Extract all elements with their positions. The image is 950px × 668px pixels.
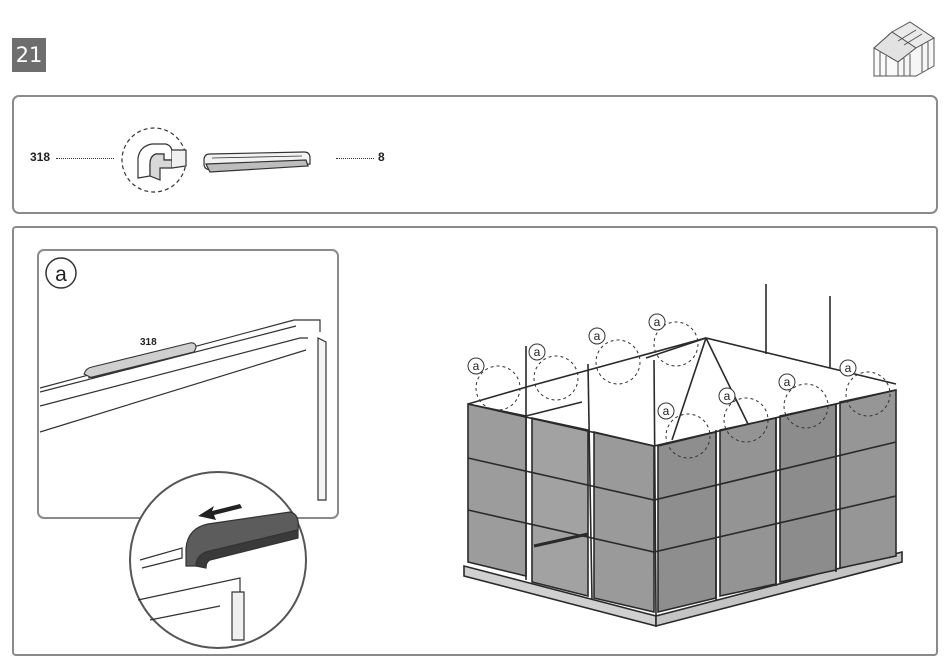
callout-label-1: a (473, 359, 480, 373)
magnified-view-circle (130, 472, 306, 648)
detail-label: a (55, 263, 67, 286)
callout-label-4: a (654, 315, 661, 329)
callout-label-5: a (663, 404, 670, 418)
callout-label-2: a (534, 345, 541, 359)
callout-region-1 (476, 366, 520, 410)
callout-label-7: a (784, 375, 791, 389)
callout-label-3: a (594, 329, 601, 343)
callout-label-6: a (724, 389, 731, 403)
detail-part-code: 318 (140, 337, 157, 348)
callout-region-2 (534, 356, 578, 400)
greenhouse-frame (464, 284, 902, 626)
callout-label-8: a (845, 361, 852, 375)
